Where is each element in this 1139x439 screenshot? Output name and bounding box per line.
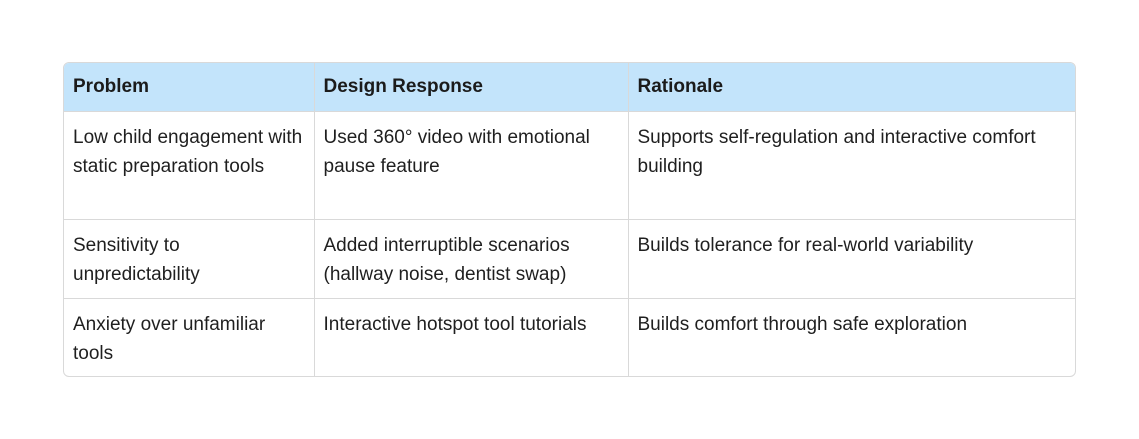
cell-problem: Anxiety over unfamiliar tools — [64, 298, 315, 376]
cell-design-response: Added interruptible scenarios (hallway n… — [314, 219, 629, 299]
cell-design-response: Used 360° video with emotional pause fea… — [314, 111, 629, 220]
cell-rationale: Supports self-regulation and interactive… — [628, 111, 1075, 220]
table-row: Anxiety over unfamiliar tools Interactiv… — [64, 298, 1075, 376]
cell-problem: Low child engagement with static prepara… — [64, 111, 315, 220]
cell-rationale: Builds comfort through safe exploration — [637, 313, 968, 335]
header-design-response: Design Response — [314, 63, 629, 112]
cell-design-response: Interactive hotspot tool tutorials — [314, 298, 629, 376]
header-rationale: Rationale — [628, 63, 1075, 112]
header-problem: Problem — [64, 63, 315, 112]
table-row: Sensitivity to unpredictability Added in… — [64, 219, 1075, 299]
cell-problem: Sensitivity to unpredictability — [64, 219, 315, 299]
cell-rationale: Builds tolerance for real-world variabil… — [628, 219, 1075, 299]
problem-response-table: Problem Design Response Rationale Low ch… — [64, 63, 1075, 376]
table-header-row: Problem Design Response Rationale — [64, 63, 1075, 112]
design-table: Problem Design Response Rationale Low ch… — [63, 62, 1076, 377]
table-row: Low child engagement with static prepara… — [64, 111, 1075, 220]
